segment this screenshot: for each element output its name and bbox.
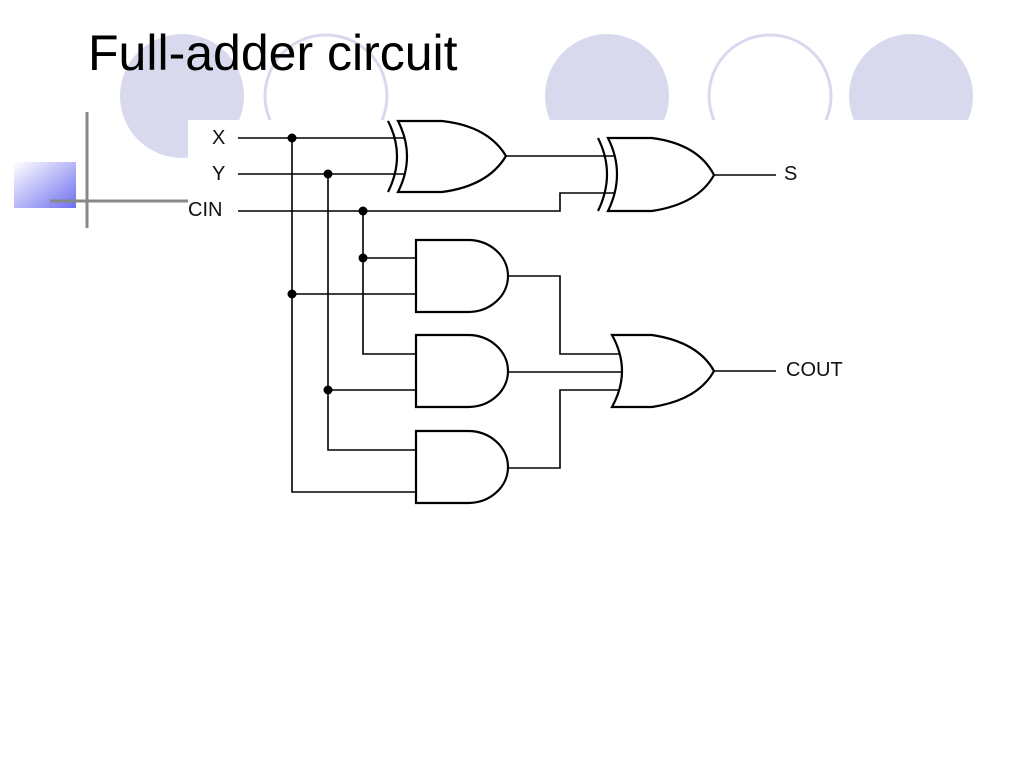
- label-cin: CIN: [188, 199, 222, 221]
- xor-gate-2: [606, 136, 716, 213]
- slide-title: Full-adder circuit: [88, 25, 458, 81]
- xor1-back-curve: [387, 120, 398, 193]
- junction-x: [287, 133, 297, 143]
- wire-y-tap: [327, 174, 418, 451]
- and-gate-3: [414, 429, 510, 505]
- or-gate: [610, 333, 716, 409]
- junction-x-and1: [287, 289, 297, 299]
- junction-y-and2: [323, 385, 333, 395]
- and-gate-2: [414, 333, 510, 409]
- label-cout: COUT: [786, 359, 843, 381]
- junction-cin-and1: [358, 253, 368, 263]
- wire-x-tap: [291, 138, 418, 493]
- wire-cin: [238, 192, 616, 212]
- label-x: X: [212, 127, 225, 149]
- xor2-back-curve: [597, 137, 608, 212]
- junction-cin: [358, 206, 368, 216]
- wire-cin-tap: [362, 211, 418, 355]
- xor-gate-1: [396, 119, 508, 194]
- and-gate-1: [414, 238, 510, 314]
- label-s: S: [784, 163, 797, 185]
- wire-and1-out: [508, 275, 624, 355]
- label-y: Y: [212, 163, 225, 185]
- wire-and3-out: [508, 389, 624, 469]
- junction-y: [323, 169, 333, 179]
